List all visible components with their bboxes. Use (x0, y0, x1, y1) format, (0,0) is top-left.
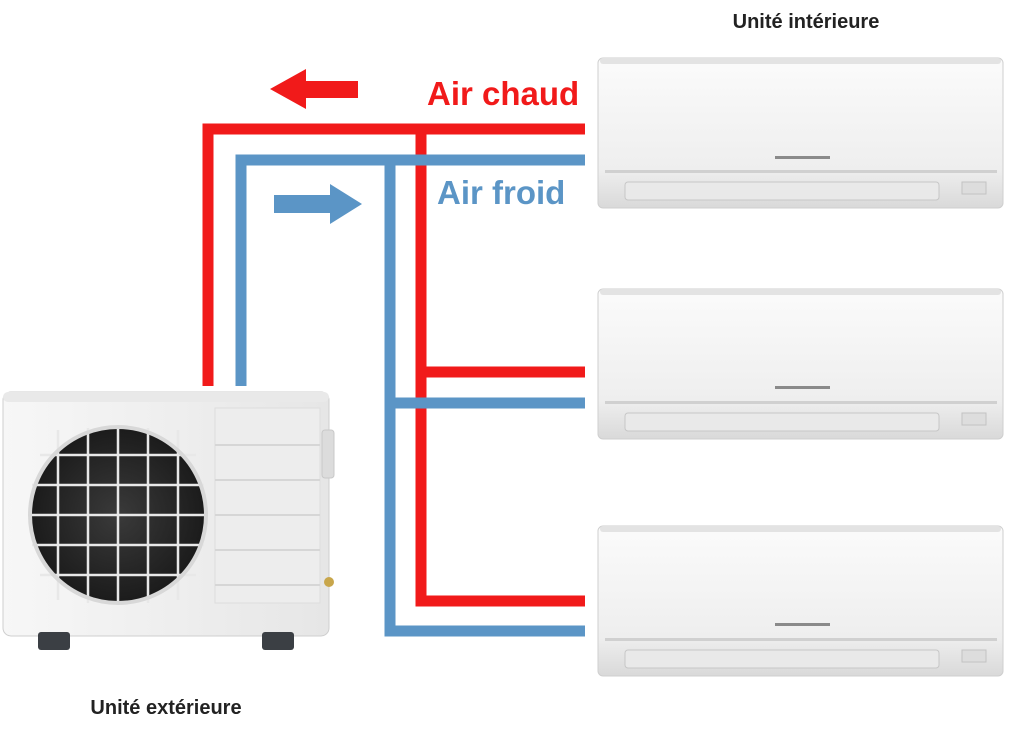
hot-air-pipes (202, 123, 585, 607)
hot-pipe-branch (415, 129, 585, 607)
hot-air-label: Air chaud (427, 75, 579, 112)
hot-pipe-main (202, 123, 585, 386)
cold-pipe-main (235, 154, 585, 386)
indoor-unit-title: Unité intérieure (733, 11, 880, 33)
fan-icon (28, 425, 208, 605)
indoor-unit-1 (597, 57, 1004, 209)
arrow-left-icon (270, 69, 358, 109)
cold-pipe-branch (384, 160, 585, 637)
cold-air-pipes (235, 154, 585, 637)
indoor-unit-2 (597, 288, 1004, 440)
outdoor-unit (2, 391, 335, 650)
outdoor-unit-title: Unité extérieure (90, 697, 241, 719)
arrow-right-icon (274, 184, 362, 224)
cold-air-label: Air froid (437, 174, 565, 211)
indoor-unit-3 (597, 525, 1004, 677)
